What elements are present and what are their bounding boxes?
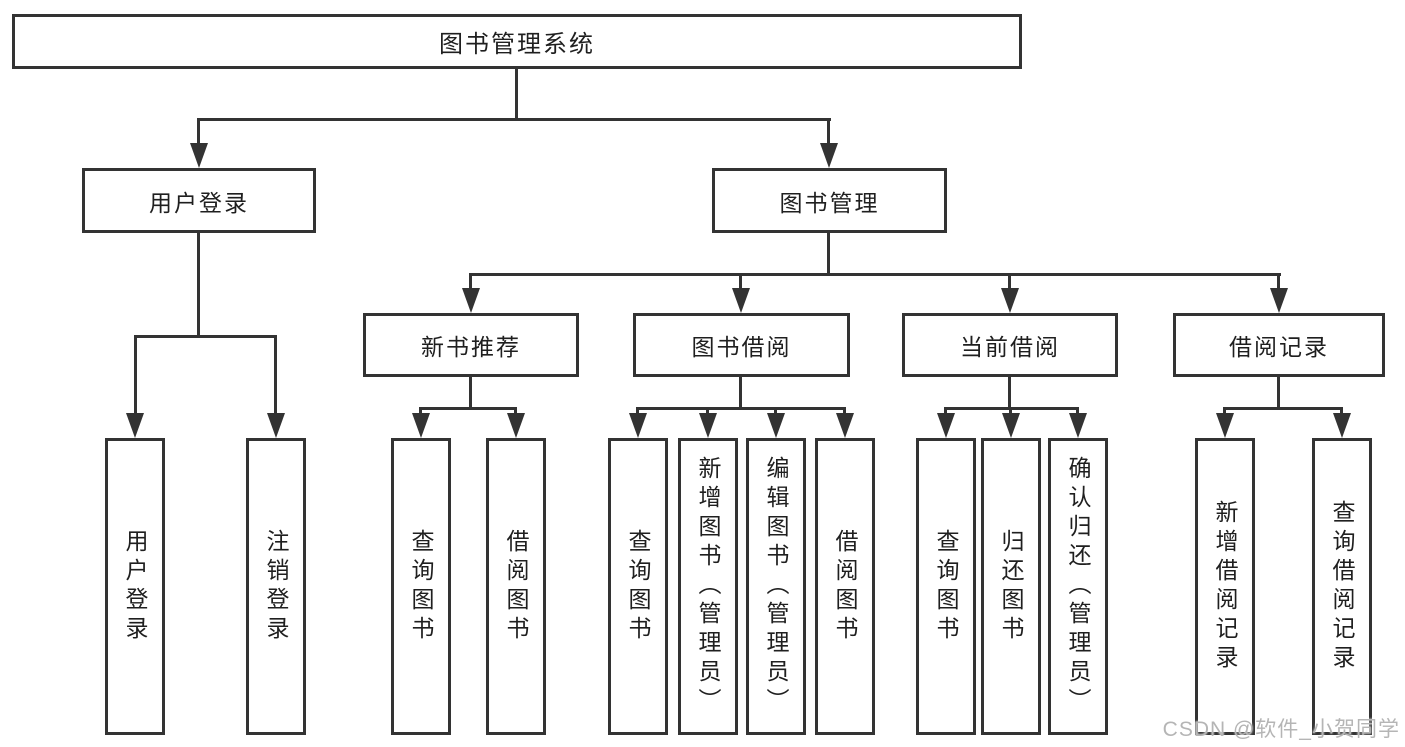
connector-cb-query-stub	[944, 407, 947, 414]
arrowhead-down-icon	[507, 413, 525, 438]
connector-cb-drop	[1008, 376, 1011, 410]
leaf-cb-confirm-return: 确认归还（管理员）	[1048, 438, 1108, 735]
connector-mgmt-split	[469, 273, 1281, 276]
leaf-cb-return-book: 归还图书	[981, 438, 1041, 735]
connector-cb-return-stub	[1009, 407, 1012, 414]
arrowhead-down-icon	[1333, 413, 1351, 438]
arrowhead-down-icon	[836, 413, 854, 438]
connector-br-split	[1224, 407, 1343, 410]
connector-nb-split	[420, 407, 517, 410]
leaf-bb-add-book: 新增图书（管理员）	[678, 438, 738, 735]
connector-bb-split	[637, 407, 845, 410]
arrowhead-down-icon	[462, 288, 480, 313]
arrowhead-down-icon	[412, 413, 430, 438]
connector-leaf-user-login-stub	[134, 335, 137, 413]
leaf-nb-query-book: 查询图书	[391, 438, 451, 735]
arrowhead-down-icon	[190, 143, 208, 168]
arrowhead-down-icon	[820, 143, 838, 168]
node-new-book-recommend: 新书推荐	[363, 313, 579, 377]
connector-new-book-stub	[469, 273, 472, 289]
connector-user-split	[134, 335, 277, 338]
connector-bb-drop	[739, 376, 742, 410]
connector-leaf-logout-stub	[274, 335, 277, 413]
connector-user-drop	[197, 231, 200, 338]
arrowhead-down-icon	[267, 413, 285, 438]
connector-user-login-stub	[197, 118, 200, 146]
connector-bb-borrow-stub	[843, 407, 846, 414]
leaf-bb-query-book: 查询图书	[608, 438, 668, 735]
watermark: CSDN @软件_小贺同学	[1162, 718, 1400, 741]
arrowhead-down-icon	[1001, 288, 1019, 313]
arrowhead-down-icon	[629, 413, 647, 438]
arrowhead-down-icon	[1270, 288, 1288, 313]
node-book-borrow: 图书借阅	[633, 313, 850, 377]
connector-book-mgmt-stub	[827, 118, 830, 146]
leaf-bb-edit-book: 编辑图书（管理员）	[746, 438, 806, 735]
connector-root-split	[197, 118, 831, 121]
leaf-br-query-record: 查询借阅记录	[1312, 438, 1372, 735]
connector-borrow-records-stub	[1277, 273, 1280, 289]
leaf-br-add-record: 新增借阅记录	[1195, 438, 1255, 735]
connector-cb-confirm-stub	[1076, 407, 1079, 414]
arrowhead-down-icon	[126, 413, 144, 438]
connector-book-borrow-stub	[739, 273, 742, 289]
connector-current-borrow-stub	[1008, 273, 1011, 289]
connector-root-drop	[515, 68, 518, 121]
connector-bb-edit-stub	[774, 407, 777, 414]
node-user-login: 用户登录	[82, 168, 316, 233]
arrowhead-down-icon	[1002, 413, 1020, 438]
connector-br-drop	[1277, 376, 1280, 410]
arrowhead-down-icon	[732, 288, 750, 313]
connector-nb-borrow-stub	[514, 407, 517, 414]
leaf-bb-borrow-book: 借阅图书	[815, 438, 875, 735]
arrowhead-down-icon	[1069, 413, 1087, 438]
connector-bb-add-stub	[706, 407, 709, 414]
arrowhead-down-icon	[937, 413, 955, 438]
arrowhead-down-icon	[767, 413, 785, 438]
leaf-logout: 注销登录	[246, 438, 306, 735]
connector-bb-query-stub	[636, 407, 639, 414]
leaf-cb-query-book: 查询图书	[916, 438, 976, 735]
connector-nb-query-stub	[419, 407, 422, 414]
node-borrow-records: 借阅记录	[1173, 313, 1385, 377]
connector-br-query-stub	[1340, 407, 1343, 414]
connector-mgmt-drop	[827, 232, 830, 276]
connector-nb-drop	[469, 376, 472, 410]
connector-br-add-stub	[1223, 407, 1226, 414]
node-book-management: 图书管理	[712, 168, 947, 233]
node-root: 图书管理系统	[12, 14, 1022, 69]
node-current-borrow: 当前借阅	[902, 313, 1118, 377]
arrowhead-down-icon	[1216, 413, 1234, 438]
arrowhead-down-icon	[699, 413, 717, 438]
leaf-nb-borrow-book: 借阅图书	[486, 438, 546, 735]
leaf-user-login: 用户登录	[105, 438, 165, 735]
